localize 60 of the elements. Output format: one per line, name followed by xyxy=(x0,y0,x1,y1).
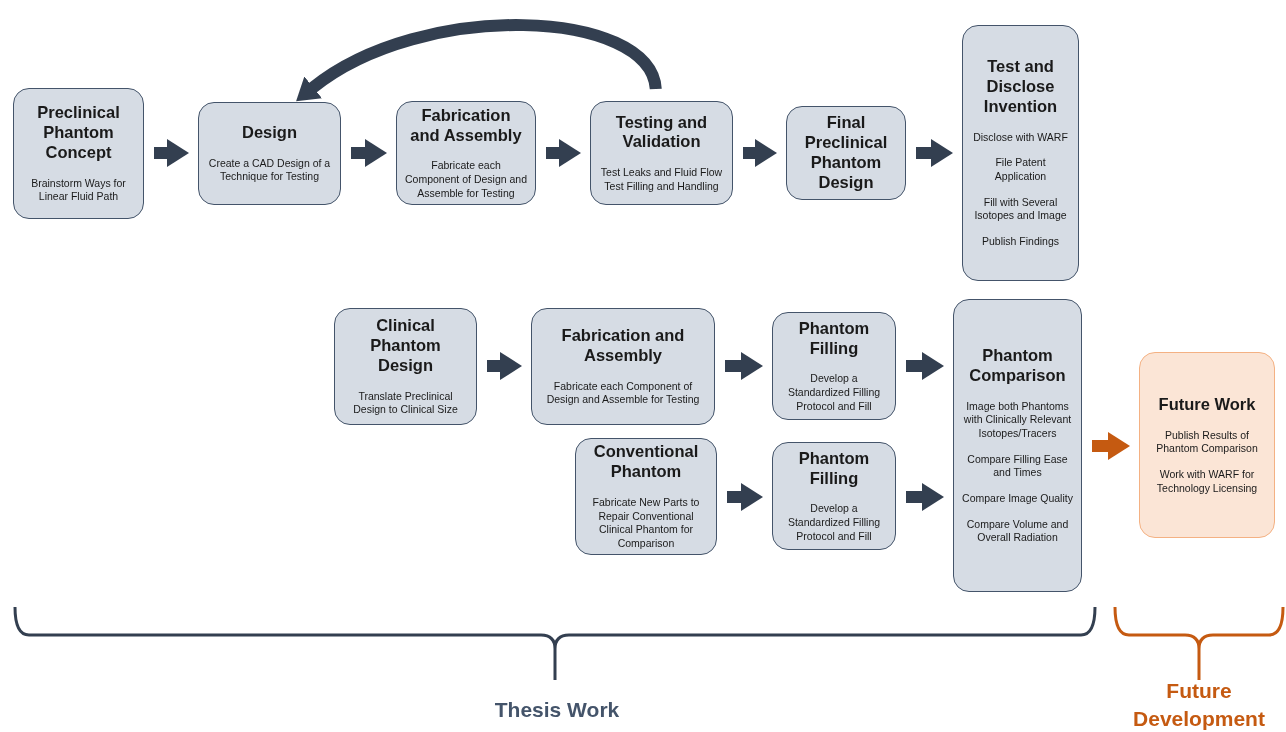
step-description: Fabricate each Component of Design and Assemble for Testing xyxy=(545,379,701,407)
step-description: Publish Results of Phantom Comparison xyxy=(1155,428,1259,456)
process-box xyxy=(962,25,1079,281)
step-title: Fabrication and Assembly xyxy=(409,105,523,146)
block-arrow xyxy=(906,483,944,511)
process-box xyxy=(334,308,477,425)
step-description: Test Filling and Handling xyxy=(604,179,719,194)
block-arrow xyxy=(725,352,763,380)
step-description: File Patent Application xyxy=(993,156,1048,184)
process-box xyxy=(575,438,717,555)
step-title: Test and Disclose Invention xyxy=(982,57,1059,117)
process-box xyxy=(198,102,341,205)
step-description: Image both Phantoms with Clinically Relevant Isotopes/Tracers xyxy=(962,399,1073,441)
process-box xyxy=(531,308,715,425)
step-title: Testing and Validation xyxy=(614,112,709,153)
process-box xyxy=(590,101,733,205)
step-title: Design xyxy=(242,122,297,143)
block-arrow xyxy=(487,352,522,380)
process-box xyxy=(772,312,896,420)
process-box xyxy=(396,101,536,205)
future-step-box xyxy=(1139,352,1275,538)
step-description: Compare Volume and Overall Radiation xyxy=(965,517,1070,545)
bracket-label: Future Development xyxy=(1132,678,1266,732)
step-description: Disclose with WARF xyxy=(973,130,1068,145)
block-arrow xyxy=(1092,432,1130,460)
step-title: Phantom Comparison xyxy=(968,346,1067,386)
step-description: Fabricate each Component of Design and Assemble for Testing xyxy=(405,159,527,201)
block-arrow xyxy=(546,139,581,167)
step-title: Phantom Filling xyxy=(797,318,871,359)
step-title: Future Work xyxy=(1158,394,1256,415)
step-title: Preclinical Phantom Concept xyxy=(36,103,121,163)
step-description: Fabricate New Parts to Repair Conventional Clinical Phantom for Comparison xyxy=(591,496,701,551)
process-box xyxy=(953,299,1082,592)
step-description: Publish Findings xyxy=(981,234,1059,249)
block-arrow xyxy=(743,139,777,167)
block-arrow xyxy=(906,352,944,380)
block-arrow xyxy=(351,139,387,167)
step-description: Fill with Several Isotopes and Image xyxy=(973,195,1068,223)
step-description: Develop a Standardized Filling Protocol and Fill xyxy=(786,372,882,414)
step-title: Phantom Filling xyxy=(797,448,871,489)
step-description: Translate Preclinical Design to Clinical Size xyxy=(352,389,459,417)
block-arrow xyxy=(727,483,763,511)
step-description: Work with WARF for Technology Licensing xyxy=(1155,467,1259,496)
step-description: Compare Filling Ease and Times xyxy=(966,452,1069,480)
step-title: Final Preclinical Phantom Design xyxy=(803,113,889,193)
step-title: Clinical Phantom Design xyxy=(369,316,442,376)
step-title: Conventional Phantom xyxy=(592,442,700,482)
step-description: Test Leaks and Fluid Flow xyxy=(600,166,723,180)
block-arrow xyxy=(154,139,189,167)
process-box xyxy=(13,88,144,219)
bracket-label: Thesis Work xyxy=(493,697,621,723)
curved-arrow xyxy=(295,19,662,100)
process-box xyxy=(786,106,906,200)
step-description: Create a CAD Design of a Technique for Testing xyxy=(207,156,332,185)
step-description: Compare Image Quality xyxy=(962,491,1073,506)
step-description: Brainstorm Ways for Linear Fluid Path xyxy=(30,176,127,204)
step-description: Develop a Standardized Filling Protocol and Fill xyxy=(786,502,882,544)
step-title: Fabrication and Assembly xyxy=(560,326,686,366)
process-box xyxy=(772,442,896,550)
block-arrow xyxy=(916,139,953,167)
